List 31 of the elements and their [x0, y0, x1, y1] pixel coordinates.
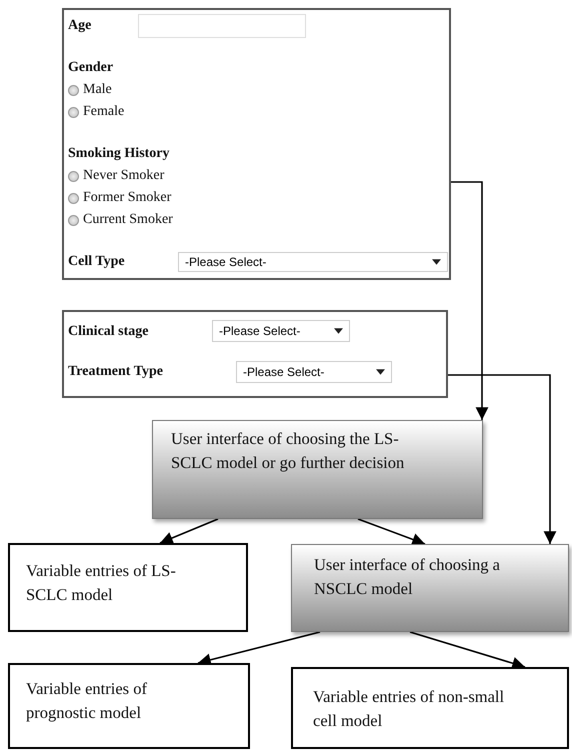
arrow	[410, 631, 526, 670]
radio-button: Female	[68, 104, 124, 120]
process-box	[291, 544, 569, 632]
radio-button: Male	[68, 82, 112, 98]
arrow	[451, 181, 488, 420]
field-label: Clinical stage	[68, 324, 148, 340]
arrow	[160, 518, 218, 544]
field-label: Gender	[68, 60, 114, 76]
field-label: Treatment Type	[68, 364, 164, 380]
arrow	[448, 374, 556, 544]
dropdown-select: -Please Select-	[212, 320, 350, 342]
radio-button: Former Smoker	[68, 190, 172, 206]
process-box	[291, 667, 569, 749]
box-text: Variable entries of LS-SCLC model	[26, 560, 177, 606]
box-text: Variable entries of prognostic model	[26, 678, 148, 724]
field-label: Age	[68, 18, 92, 34]
radio-button: Never Smoker	[68, 168, 164, 184]
process-box	[8, 663, 250, 749]
box-text: User interface of choosing a NSCLC model	[314, 554, 502, 600]
process-box	[152, 420, 483, 519]
field-label: Smoking History	[68, 146, 170, 162]
box-text: Variable entries of non-small cell model	[313, 686, 506, 732]
form-panel	[62, 8, 451, 280]
field-label: Cell Type	[68, 254, 125, 270]
box-text: User interface of choosing the LS-SCLC model or go further decision	[171, 428, 406, 474]
dropdown-select: -Please Select-	[236, 361, 392, 383]
process-box	[8, 543, 248, 632]
radio-button: Current Smoker	[68, 212, 173, 228]
form-panel	[62, 310, 448, 398]
dropdown-select: -Please Select-	[178, 252, 448, 272]
arrow	[358, 518, 426, 546]
